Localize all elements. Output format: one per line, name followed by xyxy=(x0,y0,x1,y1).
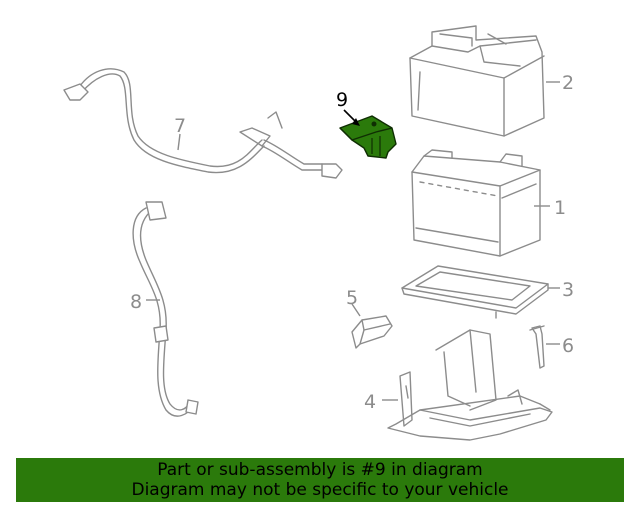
part-9-bracket-highlighted[interactable] xyxy=(339,115,397,159)
part-3-tray-insert[interactable] xyxy=(401,265,549,319)
callout-5[interactable]: 5 xyxy=(346,287,358,309)
leader-7 xyxy=(177,133,181,151)
callout-6[interactable]: 6 xyxy=(562,335,574,357)
info-banner: Part or sub-assembly is #9 in diagram Di… xyxy=(16,458,624,502)
part-6-bolt[interactable] xyxy=(529,325,545,369)
callout-4[interactable]: 4 xyxy=(364,391,376,413)
part-8-ground-cable[interactable] xyxy=(132,201,199,417)
callout-2[interactable]: 2 xyxy=(562,72,574,94)
callout-7[interactable]: 7 xyxy=(174,115,186,137)
callout-3[interactable]: 3 xyxy=(562,279,574,301)
banner-line-1: Part or sub-assembly is #9 in diagram xyxy=(157,460,483,480)
part-4-battery-tray[interactable] xyxy=(387,329,553,441)
leader-9-arrowhead xyxy=(352,118,360,126)
part-2-battery-insulator[interactable] xyxy=(409,25,545,137)
parts-diagram: 2 1 3 5 6 xyxy=(63,25,574,441)
callout-8[interactable]: 8 xyxy=(130,291,142,313)
callout-1[interactable]: 1 xyxy=(554,197,566,219)
part-1-battery[interactable] xyxy=(411,149,541,257)
part-7-cable-harness[interactable] xyxy=(63,68,343,179)
leader-5 xyxy=(351,303,361,317)
banner-line-2: Diagram may not be specific to your vehi… xyxy=(131,480,509,500)
part-5-terminal-cover[interactable] xyxy=(351,315,393,349)
callout-9[interactable]: 9 xyxy=(336,89,348,111)
